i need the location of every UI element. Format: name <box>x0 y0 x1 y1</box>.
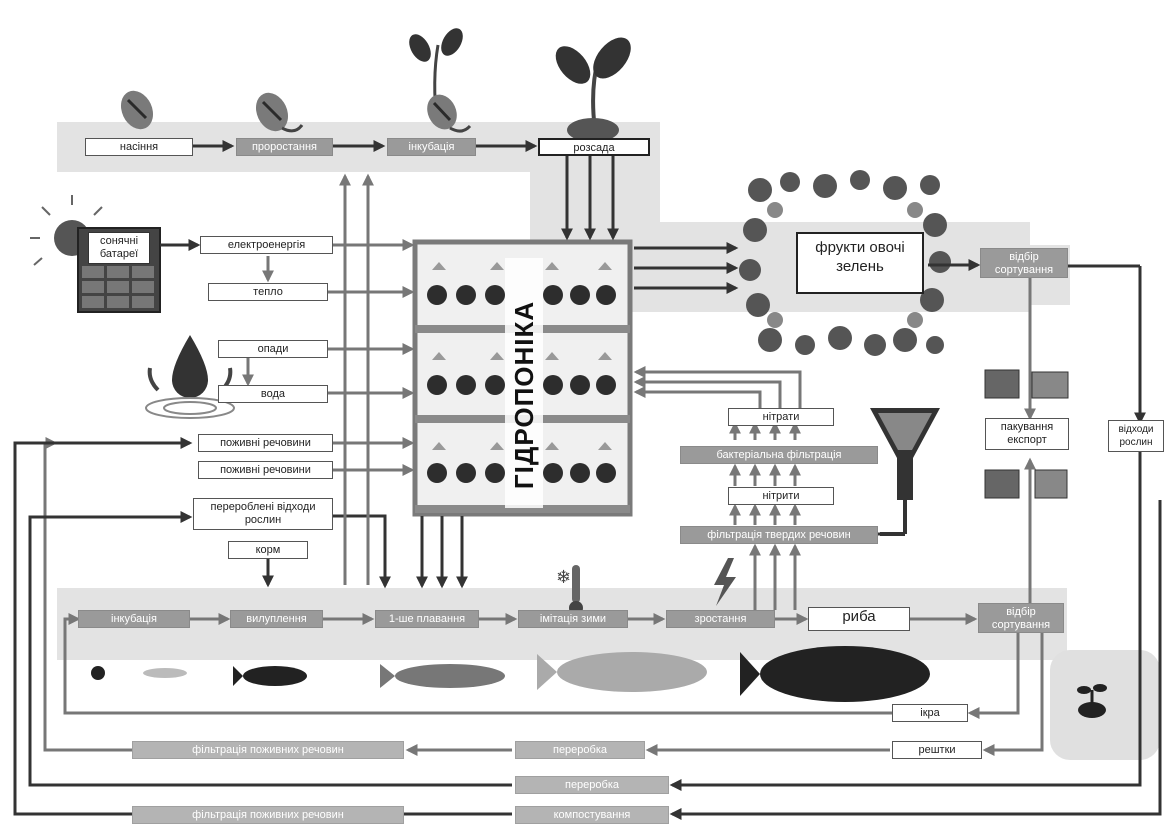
fish-sorting-label: відбір сортування <box>978 603 1064 633</box>
fish-label: риба <box>808 607 910 631</box>
roe-label: ікра <box>892 704 968 722</box>
first-swim-label: 1-ше плавання <box>375 610 479 628</box>
funnel-icon <box>870 408 940 534</box>
nutrient-filtration-label-1: фільтрація поживних речовин <box>132 741 404 759</box>
hydroponics-title-wrap: ГІДРОПОНІКА <box>509 355 539 435</box>
hydroponics-title: ГІДРОПОНІКА <box>509 301 540 489</box>
water-label: вода <box>218 385 328 403</box>
feed-label: корм <box>228 541 308 559</box>
composting-label: компостування <box>515 806 669 824</box>
processed-plant-waste-label: перероблені відходи рослин <box>193 498 333 530</box>
fish-incubation-label: інкубація <box>78 610 190 628</box>
electricity-label: електроенергія <box>200 236 333 254</box>
solids-filtration-label: фільтрація твердих речовин <box>680 526 878 544</box>
packaging-export-label: пакування експорт <box>985 418 1069 450</box>
nitrites-label: нітрити <box>728 487 834 505</box>
winter-simulation-label: імітація зими <box>518 610 628 628</box>
sorting-top-label: відбір сортування <box>980 248 1068 278</box>
compost-bag-icon <box>1050 650 1160 760</box>
germination-label: проростання <box>236 138 333 156</box>
nutrient-filtration-label-2: фільтрація поживних речовин <box>132 806 404 824</box>
nitrates-label: нітрати <box>728 408 834 426</box>
seedling-icon <box>405 25 470 135</box>
growth-label: зростання <box>666 610 775 628</box>
nutrients-label-2: поживні речовини <box>198 461 333 479</box>
precipitation-label: опади <box>218 340 328 358</box>
remains-label: рештки <box>892 741 982 759</box>
produce-label: фрукти овочі зелень <box>796 232 924 294</box>
hatching-label: вилуплення <box>230 610 323 628</box>
bacterial-filtration-label: бактеріальна фільтрація <box>680 446 878 464</box>
plant-waste-label: відходи рослин <box>1108 420 1164 452</box>
svg-text:❄: ❄ <box>556 567 571 587</box>
processing-label-1: переробка <box>515 741 645 759</box>
incubation-label: інкубація <box>387 138 476 156</box>
solar-panels-label: сонячні батареї <box>88 232 150 264</box>
nutrients-label-1: поживні речовини <box>198 434 333 452</box>
heat-label: тепло <box>208 283 328 301</box>
processing-label-2: переробка <box>515 776 669 794</box>
seedlings-label: розсада <box>538 138 650 156</box>
seeds-label: насіння <box>85 138 193 156</box>
